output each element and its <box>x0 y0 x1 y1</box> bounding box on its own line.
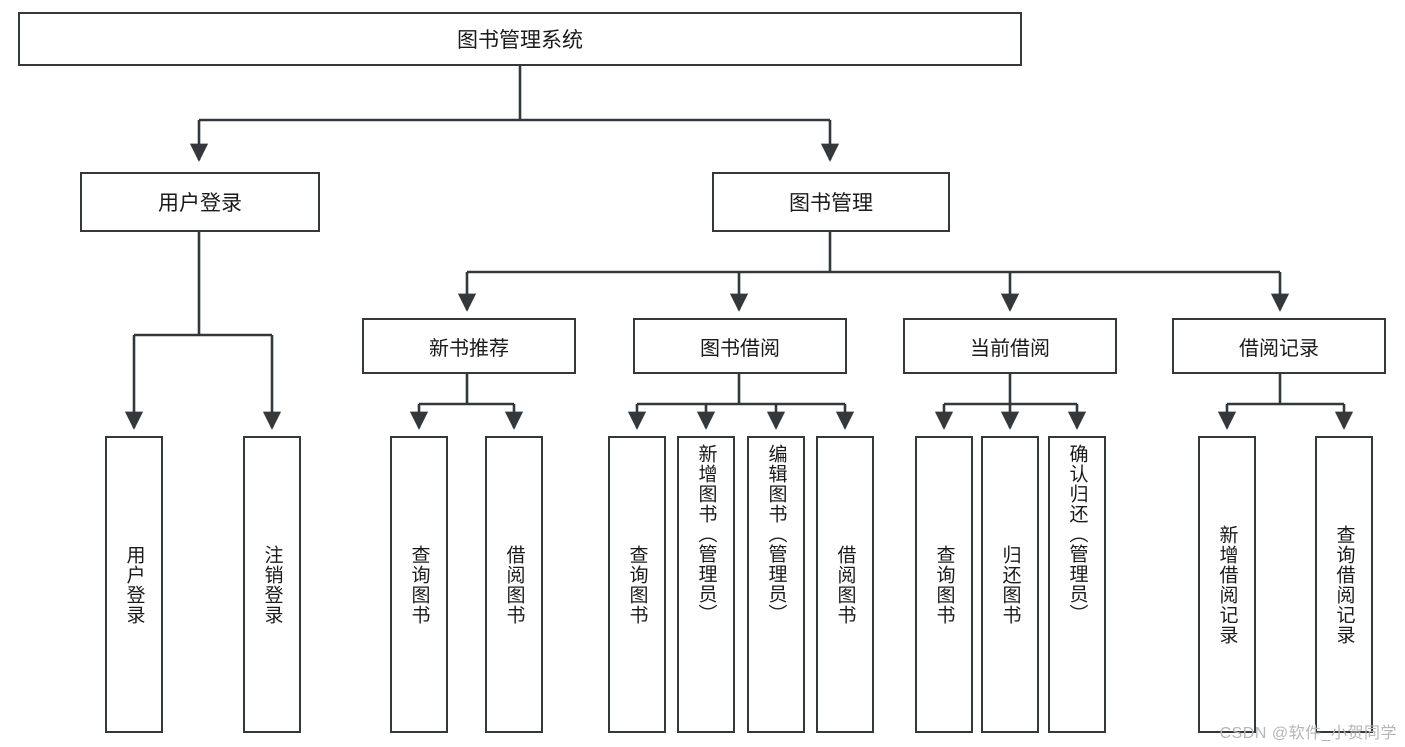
node-current-borrow-label: 当前借阅 <box>970 337 1050 360</box>
node-book-borrow[interactable]: 图书借阅 <box>633 318 847 374</box>
node-new-book-recommend[interactable]: 新书推荐 <box>362 318 576 374</box>
leaf-label: 借阅图书 <box>503 544 525 625</box>
leaf-user-login-login[interactable]: 用户登录 <box>105 436 163 733</box>
leaf-book-borrow-query-book[interactable]: 查询图书 <box>608 436 666 733</box>
leaf-book-borrow-borrow-book[interactable]: 借阅图书 <box>816 436 874 733</box>
leaf-label: 编辑图书（管理员） <box>765 444 787 624</box>
node-book-management[interactable]: 图书管理 <box>712 172 950 232</box>
leaf-borrow-record-query-record[interactable]: 查询借阅记录 <box>1315 436 1373 733</box>
leaf-label: 查询借阅记录 <box>1333 524 1355 645</box>
leaf-current-borrow-confirm-return-admin[interactable]: 确认归还（管理员） <box>1048 436 1106 733</box>
node-current-borrow[interactable]: 当前借阅 <box>903 318 1117 374</box>
leaf-user-login-logout[interactable]: 注销登录 <box>243 436 301 733</box>
leaf-book-borrow-edit-book-admin[interactable]: 编辑图书（管理员） <box>747 436 805 733</box>
leaf-label: 新增借阅记录 <box>1216 524 1238 645</box>
leaf-book-borrow-add-book-admin[interactable]: 新增图书（管理员） <box>677 436 735 733</box>
node-user-login[interactable]: 用户登录 <box>80 172 320 232</box>
leaf-label: 查询图书 <box>626 544 648 625</box>
leaf-current-borrow-query-book[interactable]: 查询图书 <box>915 436 973 733</box>
node-book-borrow-label: 图书借阅 <box>700 337 780 360</box>
node-new-book-recommend-label: 新书推荐 <box>429 337 509 360</box>
leaf-label: 归还图书 <box>999 544 1021 625</box>
leaf-new-book-query-book[interactable]: 查询图书 <box>390 436 448 733</box>
node-root-label: 图书管理系统 <box>457 29 583 52</box>
leaf-label: 注销登录 <box>261 544 283 625</box>
watermark-text: CSDN @软件_小贺同学 <box>1219 725 1397 742</box>
leaf-current-borrow-return-book[interactable]: 归还图书 <box>981 436 1039 733</box>
leaf-label: 用户登录 <box>123 544 145 625</box>
leaf-label: 借阅图书 <box>834 544 856 625</box>
leaf-new-book-borrow-book[interactable]: 借阅图书 <box>485 436 543 733</box>
node-borrow-record-label: 借阅记录 <box>1239 337 1319 360</box>
leaf-label: 确认归还（管理员） <box>1066 444 1088 624</box>
leaf-borrow-record-add-record[interactable]: 新增借阅记录 <box>1198 436 1256 733</box>
node-book-management-label: 图书管理 <box>789 192 873 215</box>
node-borrow-record[interactable]: 借阅记录 <box>1172 318 1386 374</box>
node-root-system[interactable]: 图书管理系统 <box>18 12 1022 66</box>
leaf-label: 查询图书 <box>408 544 430 625</box>
node-user-login-label: 用户登录 <box>158 192 242 215</box>
leaf-label: 新增图书（管理员） <box>695 444 717 624</box>
leaf-label: 查询图书 <box>933 544 955 625</box>
